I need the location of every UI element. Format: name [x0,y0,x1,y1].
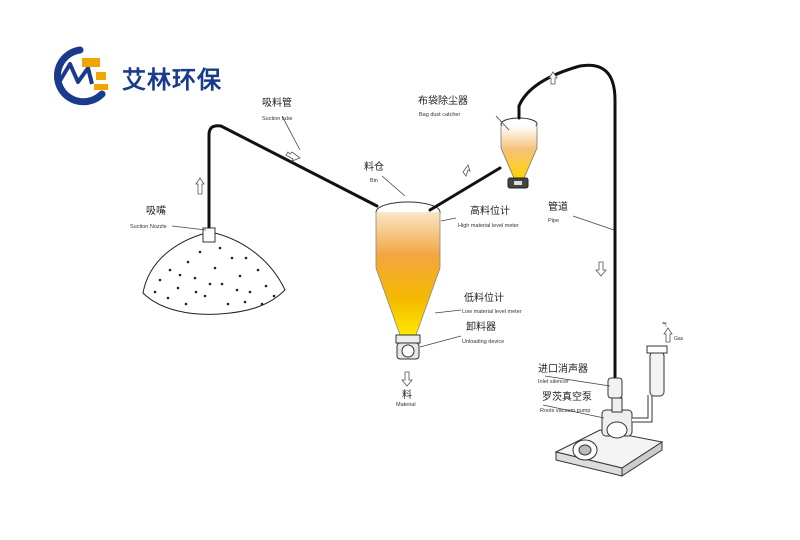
pipe-label: 管道 [548,200,568,213]
bag-dust-catcher-label-en: Bag dust catcher [419,112,460,118]
inlet-silencer [607,377,623,399]
unloading-device-label: 卸料器 [466,320,496,333]
material-label: 料 [402,388,412,401]
material-label-en: Material [396,402,416,408]
inlet-silencer-label: 进口消声器 [538,362,588,375]
up-arrow-icon [548,71,558,85]
material-pile [142,231,286,315]
bin-label: 料仓 [364,160,384,173]
suction-nozzle-label: 吸嘴 [146,205,166,217]
low-level-meter-label: 低料位计 [464,291,504,304]
flow-arrow-icon [462,164,471,177]
suction-tube [207,124,379,218]
brand-name: 艾林环保 [122,66,222,94]
roots-pump-label: 罗茨真空泵 [542,390,592,403]
unloading-device-label-en: Unloading device [462,339,504,345]
unloading-device [396,342,420,360]
suction-tube-label-en: Suction tube [262,116,293,122]
brand-logo-icon [53,46,108,106]
flow-arrow-icon [285,151,301,162]
conveying-pipe [428,166,502,212]
bin-label-en: Bin [370,178,378,184]
bag-dust-catcher-label: 布袋除尘器 [418,94,468,107]
up-arrow-icon [195,177,205,195]
up-arrow-icon [663,327,673,343]
main-pipe [517,63,617,382]
roots-pump-label-en: Roots vacuum pump [540,408,590,414]
suction-nozzle-label-en: Suction Nozzle [130,224,167,230]
high-level-meter-label-en: High material level meter [458,223,519,229]
exhaust-silencer [632,345,668,423]
suction-tube-label: 吸料管 [262,96,292,109]
down-arrow-icon [595,261,607,277]
leader-lines [171,115,615,419]
roots-vacuum-pump [554,397,664,477]
gas-label: 气 [662,321,667,328]
bag-dust-catcher [500,117,538,189]
down-arrow-icon [401,371,413,387]
bin [375,201,441,344]
gas-label-en: Gas [674,336,684,342]
high-level-meter-label: 高料位计 [470,204,510,217]
suction-nozzle [202,215,216,243]
inlet-silencer-label-en: Inlet silencer [538,379,569,385]
pipe-label-en: Pipe [548,218,559,224]
low-level-meter-label-en: Low material level meter [462,309,522,315]
